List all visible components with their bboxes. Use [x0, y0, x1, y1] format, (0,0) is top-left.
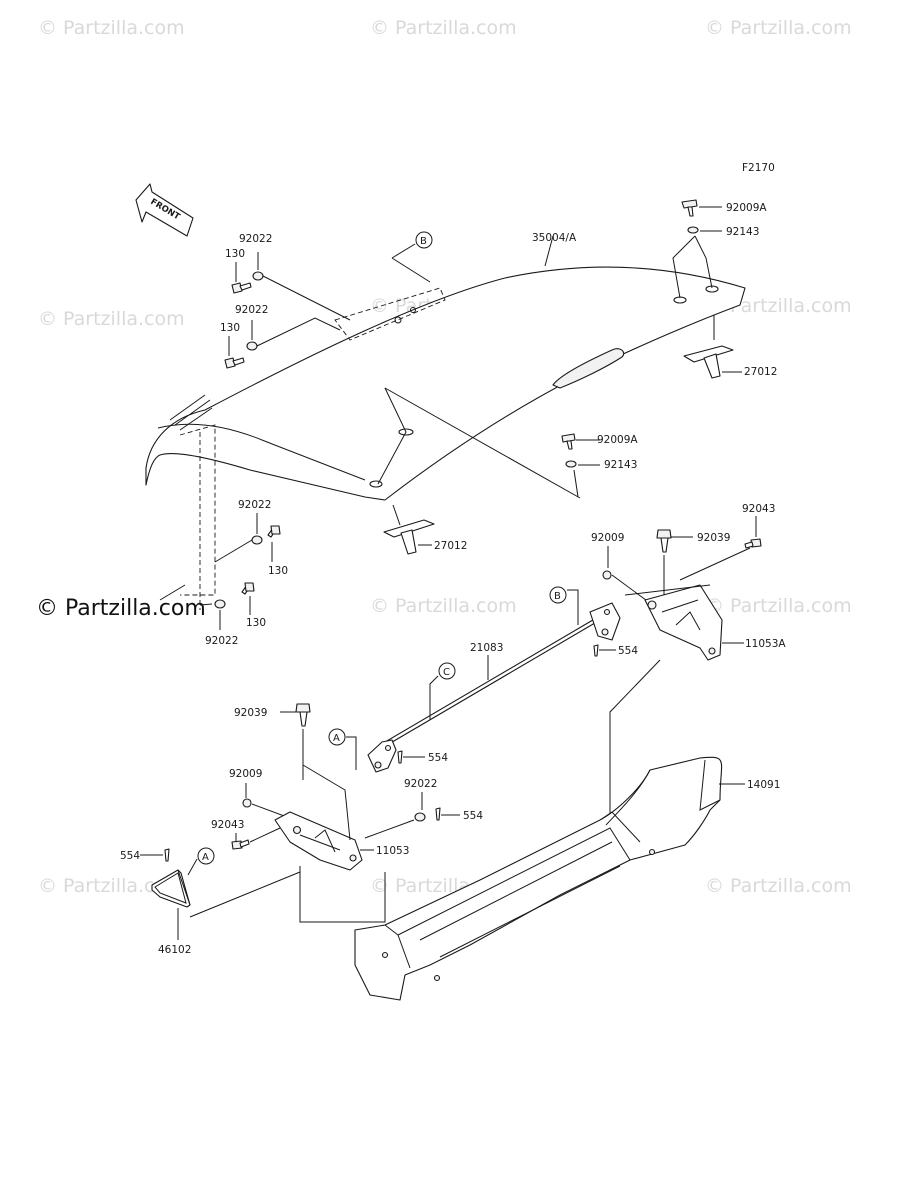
washer-92022-e — [414, 812, 426, 822]
part-130-a: 130 — [225, 248, 245, 260]
washer-92022-b — [246, 341, 258, 351]
part-92043-right: 92043 — [742, 503, 775, 515]
rod-46102 — [151, 869, 191, 908]
bracket-27012-right — [683, 345, 734, 379]
part-554-left: 554 — [120, 850, 140, 862]
callout-a-left — [197, 847, 215, 865]
part-92009A-mid: 92009A — [597, 434, 638, 446]
watermark: © Partzilla.com — [370, 17, 517, 39]
watermark: © Partzilla.com — [705, 17, 852, 39]
pin-554-mid — [397, 750, 403, 764]
screw-92009-right — [602, 570, 612, 580]
washer-92022-c — [251, 535, 263, 545]
part-92022-a: 92022 — [239, 233, 272, 245]
part-92039-left: 92039 — [234, 707, 267, 719]
part-92009-left: 92009 — [229, 768, 262, 780]
callout-b-lower — [549, 586, 567, 604]
screw-92009A-top — [681, 199, 698, 217]
nut-92143-top — [687, 226, 699, 234]
part-92022-c: 92022 — [238, 499, 271, 511]
diagram-code: F2170 — [742, 162, 775, 174]
rod-21083 — [367, 602, 621, 773]
callout-c — [438, 662, 456, 680]
washer-92022-d — [214, 599, 226, 609]
part-92043-left: 92043 — [211, 819, 244, 831]
part-554-mid: 554 — [428, 752, 448, 764]
pin-554-left — [164, 848, 170, 862]
part-92022-d: 92022 — [205, 635, 238, 647]
callout-b-upper — [415, 231, 433, 249]
part-92009-right: 92009 — [591, 532, 624, 544]
callout-a-mid-letter: A — [333, 733, 340, 744]
screw-92009-left — [242, 798, 252, 808]
bolt-130-b — [224, 357, 245, 369]
part-92022-e: 92022 — [404, 778, 437, 790]
watermark: © Partzilla.com — [705, 875, 852, 897]
watermark: © Partzilla.com — [38, 875, 185, 897]
part-92143-mid: 92143 — [604, 459, 637, 471]
callout-a-left-letter: A — [202, 852, 209, 863]
part-130-c: 130 — [268, 565, 288, 577]
pin-554-e — [435, 807, 441, 821]
seat-cowl — [145, 266, 746, 610]
part-11053A: 11053A — [745, 638, 786, 650]
main-watermark: © Partzilla.com — [36, 596, 206, 621]
nut-92143-mid — [565, 460, 577, 468]
part-14091: 14091 — [747, 779, 780, 791]
part-35004A: 35004/A — [532, 232, 577, 244]
part-130-b: 130 — [220, 322, 240, 334]
bracket-11053 — [274, 811, 363, 871]
pin-554-right — [593, 644, 599, 657]
callout-b-upper-letter: B — [420, 236, 427, 247]
screw-92009A-mid — [561, 433, 576, 450]
part-92009A-top: 92009A — [726, 202, 767, 214]
washer-92022-a — [252, 271, 264, 281]
watermark: © Partzilla.com — [370, 595, 517, 617]
part-92022-b: 92022 — [235, 304, 268, 316]
bolt-130-c — [267, 525, 281, 538]
bolt-92043-right — [744, 538, 762, 549]
bolt-130-d — [241, 582, 255, 595]
clip-92039-right — [656, 529, 672, 553]
callout-b-lower-letter: B — [554, 591, 561, 602]
watermark: © Partzilla.com — [38, 308, 185, 330]
clip-92039-left — [295, 703, 311, 727]
bolt-130-a — [231, 282, 252, 294]
bracket-27012-left — [383, 519, 435, 555]
watermark: © Partzilla.com — [38, 17, 185, 39]
part-130-d: 130 — [246, 617, 266, 629]
part-92039-right: 92039 — [697, 532, 730, 544]
part-27012-right: 27012 — [744, 366, 777, 378]
bolt-92043-left — [231, 839, 250, 850]
callout-c-letter: C — [443, 667, 450, 678]
part-92143-top: 92143 — [726, 226, 759, 238]
part-554-e: 554 — [463, 810, 483, 822]
watermark: © Partzilla.com — [705, 595, 852, 617]
part-21083: 21083 — [470, 642, 503, 654]
bracket-11053A — [644, 584, 723, 661]
part-27012-left: 27012 — [434, 540, 467, 552]
panel-14091 — [354, 756, 723, 1001]
part-46102: 46102 — [158, 944, 191, 956]
front-arrow-icon: FRONT — [135, 183, 194, 237]
part-11053: 11053 — [376, 845, 409, 857]
callout-a-mid — [328, 728, 346, 746]
part-554-right: 554 — [618, 645, 638, 657]
